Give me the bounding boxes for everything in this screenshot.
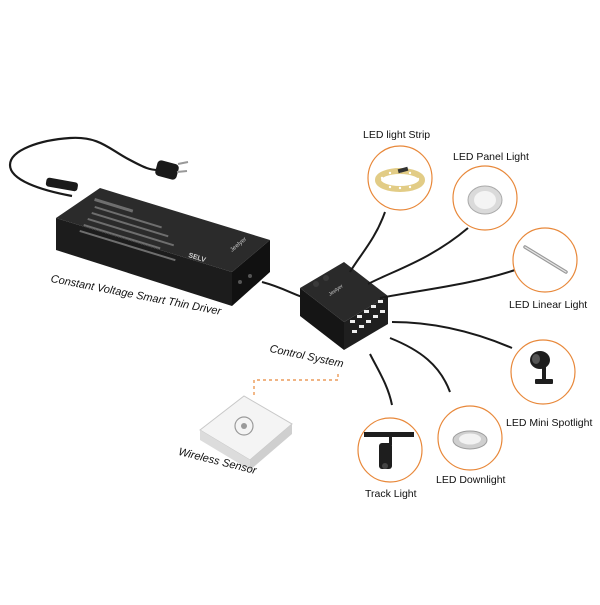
led-panel-node — [452, 165, 518, 231]
led-panel-label: LED Panel Light — [453, 151, 529, 163]
led-strip-label: LED light Strip — [363, 129, 431, 141]
led-strip-node — [367, 145, 433, 211]
led-linear-node — [512, 227, 578, 293]
track-light-label: Track Light — [365, 488, 417, 500]
led-downlight-node — [437, 405, 503, 471]
led-spotlight-label: LED Mini Spotlight — [506, 417, 593, 429]
wireless-link — [253, 374, 339, 398]
control-box: Jeelyer — [300, 262, 388, 350]
power-cord — [8, 136, 189, 198]
driver-selv-text: SELV — [187, 252, 206, 264]
led-spotlight-node — [510, 339, 576, 405]
output-cables — [349, 211, 516, 406]
track-light-node — [357, 417, 423, 483]
driver-box: SELV Jeelyer — [56, 188, 270, 306]
wireless-sensor-device — [199, 395, 293, 470]
led-downlight-label: LED Downlight — [436, 474, 506, 486]
led-linear-label: LED Linear Light — [509, 299, 588, 311]
